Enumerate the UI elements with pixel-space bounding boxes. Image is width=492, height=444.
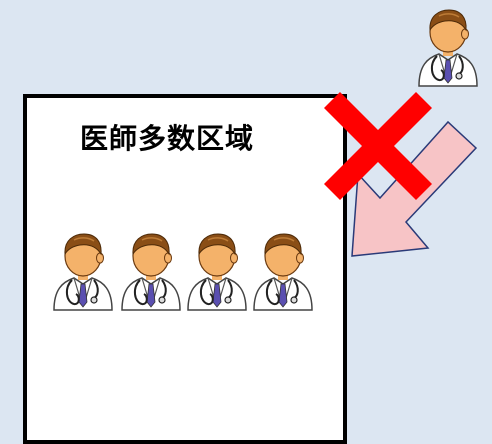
- area-title: 医師多数区域: [80, 122, 255, 155]
- doctor-icon: [118, 232, 184, 312]
- doctor-icon: [250, 232, 316, 312]
- cross-mark-icon: [324, 92, 432, 200]
- doctor-icon: [415, 8, 481, 88]
- doctor-icon: [184, 232, 250, 312]
- doctor-icon: [50, 232, 116, 312]
